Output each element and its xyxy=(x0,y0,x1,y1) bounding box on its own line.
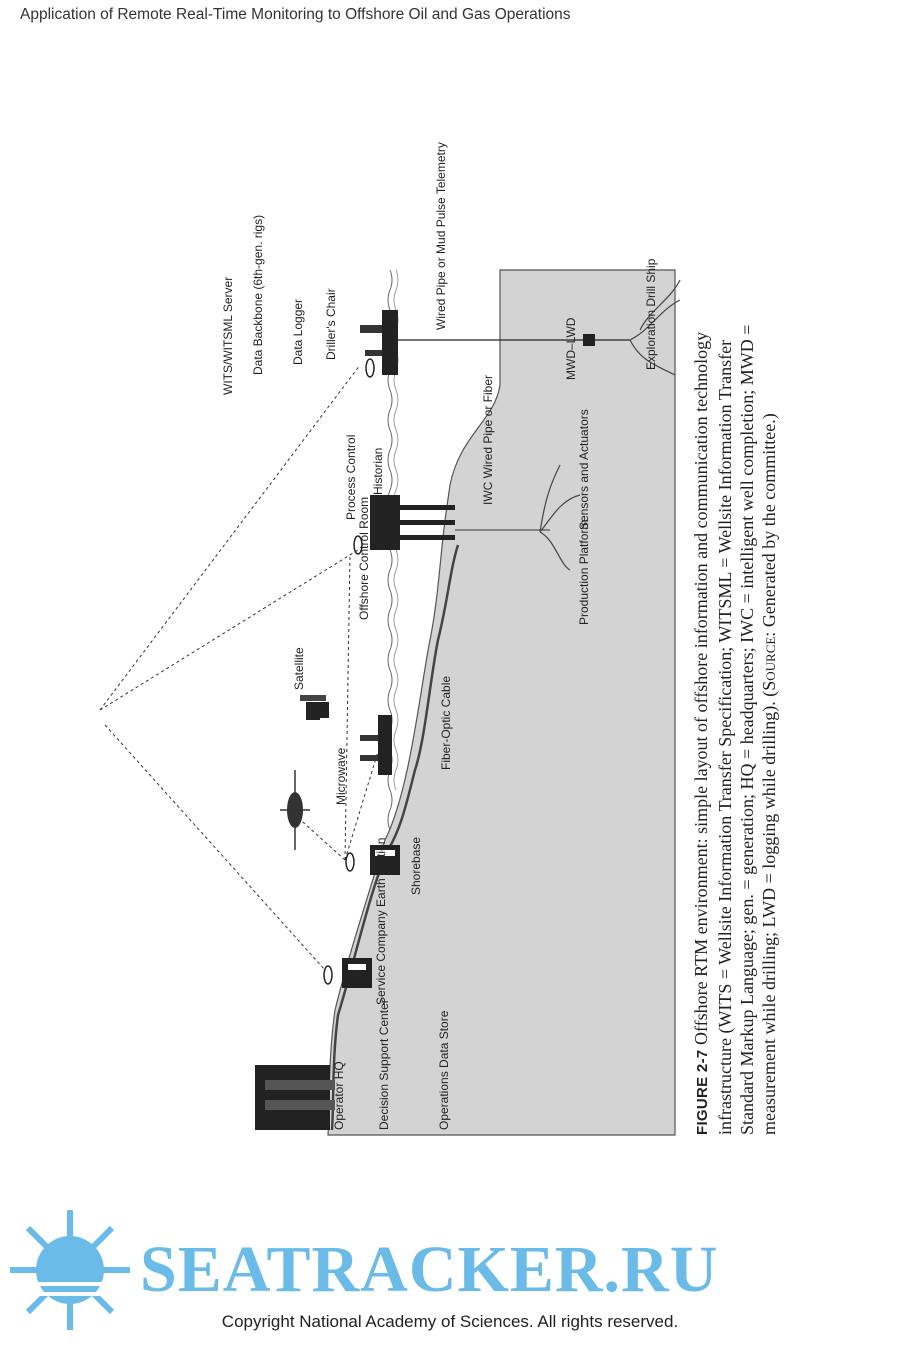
label-data-logger: Data Logger xyxy=(291,299,305,365)
label-satellite: Satellite xyxy=(292,647,306,690)
label-production-platform: Production Platform xyxy=(577,520,591,625)
drill-ship xyxy=(360,310,630,375)
label-drill-ship: Exploration Drill Ship xyxy=(644,258,658,370)
label-fiber-optic: Fiber-Optic Cable xyxy=(439,676,453,770)
satellite-body xyxy=(306,702,320,720)
helicopter-icon xyxy=(280,770,310,850)
operator-hq-buildings xyxy=(255,1065,335,1130)
supply-vessel xyxy=(360,715,392,775)
shorebase-building xyxy=(345,845,400,875)
drill-ship-wellbore xyxy=(629,279,681,376)
earth-station-building xyxy=(323,958,372,988)
label-operations-store: Operations Data Store xyxy=(437,1010,451,1130)
label-shorebase: Shorebase xyxy=(409,837,423,895)
watermark-sun-logo xyxy=(10,1210,130,1330)
label-data-backbone: Data Backbone (6th-gen. rigs) xyxy=(251,215,265,375)
diagram-svg: WITS/WITSML Server Data Backbone (6th-ge… xyxy=(99,142,681,1136)
satellite-panel xyxy=(300,695,326,701)
label-historian: Historian xyxy=(371,448,385,495)
drill-ship-dish-icon xyxy=(365,358,375,378)
fiber-optic-cable-line xyxy=(330,544,460,1131)
source-text: : Generated by the committee.) xyxy=(759,413,779,637)
label-iwc: IWC Wired Pipe or Fiber xyxy=(481,375,495,505)
sea-region xyxy=(327,269,676,1136)
label-sensors: Sensors and Actuators xyxy=(577,409,591,530)
rtm-infrastructure-diagram: WITS/WITSML Server Data Backbone (6th-ge… xyxy=(99,142,685,1136)
label-process-control: Process Control xyxy=(344,435,358,520)
production-wells xyxy=(539,464,581,571)
label-wired-pipe: Wired Pipe or Mud Pulse Telemetry xyxy=(434,142,448,330)
running-title: Application of Remote Real-Time Monitori… xyxy=(20,6,571,23)
figure-number: FIGURE 2-7 xyxy=(694,1049,711,1135)
label-microwave: Microwave xyxy=(334,747,348,805)
copyright-footer: Copyright National Academy of Sciences. … xyxy=(221,1312,679,1331)
label-mwd-lwd: MWD–LWD xyxy=(564,317,578,380)
label-decision-support: Decision Support Center xyxy=(377,999,391,1130)
label-drillers-chair: Driller's Chair xyxy=(324,288,338,360)
source-label: Source xyxy=(759,636,779,691)
satellite-links xyxy=(99,364,381,971)
label-witsml-server: WITS/WITSML Server xyxy=(221,277,235,395)
label-offshore-control: Offshore Control Room xyxy=(357,497,371,620)
figure-caption: FIGURE 2-7 Offshore RTM environment: sim… xyxy=(691,324,779,1135)
production-platform xyxy=(353,495,550,555)
label-service-company: Service Company Earth Station xyxy=(374,838,388,1005)
label-operator-hq: Operator HQ xyxy=(332,1061,346,1130)
watermark-text: SEATRACKER.RU xyxy=(140,1233,719,1306)
